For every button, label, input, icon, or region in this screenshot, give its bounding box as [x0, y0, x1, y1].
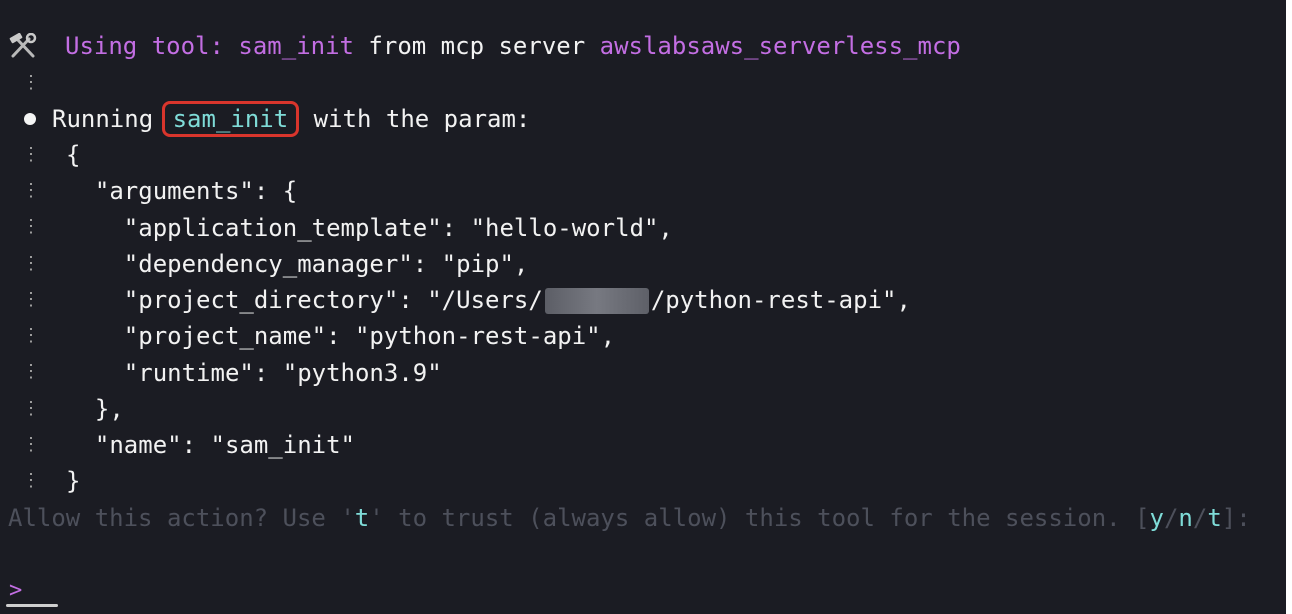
confirm-prompt: Allow this action? Use 't' to trust (alw…: [8, 500, 1251, 536]
gutter-marker: ⋮: [22, 361, 40, 382]
option-n[interactable]: n: [1178, 504, 1193, 532]
running-prefix: Running: [52, 105, 168, 133]
project-directory-prefix: "project_directory": "/Users/: [66, 286, 543, 314]
json-line: }: [66, 467, 81, 495]
option-t[interactable]: t: [1207, 504, 1222, 532]
tool-prefix: Using tool:: [65, 32, 239, 60]
redacted-username: [544, 288, 649, 314]
confirm-part2: ' to trust (always allow) this tool for …: [369, 504, 1150, 532]
gutter-marker: ⋮: [22, 144, 40, 165]
gutter-marker: ⋮: [22, 470, 40, 491]
tool-middle: from mcp server: [353, 32, 600, 60]
confirm-part1: Allow this action? Use ': [8, 504, 355, 532]
gutter-marker: ⋮: [22, 434, 40, 455]
json-line: "project_name": "python-rest-api",: [66, 322, 616, 350]
tool-usage-line: Using tool: sam_init from mcp server aws…: [65, 28, 961, 64]
confirm-end: ]:: [1221, 504, 1251, 532]
slash: /: [1192, 504, 1208, 532]
json-line: "application_template": "hello-world",: [66, 214, 673, 242]
server-name: awslabsaws_serverless_mcp: [599, 32, 961, 60]
json-line: "name": "sam_init": [66, 431, 355, 459]
gutter-marker: ⋮: [22, 72, 40, 93]
running-line: Running sam_init with the param:: [52, 101, 530, 137]
json-line: "arguments": {: [66, 177, 298, 205]
gutter-marker: ⋮: [22, 216, 40, 237]
cursor-underline: [6, 604, 58, 607]
option-y[interactable]: y: [1149, 504, 1164, 532]
window-edge: [1286, 0, 1292, 614]
json-line: "dependency_manager": "pip",: [66, 250, 529, 278]
tool-name: sam_init: [238, 32, 354, 60]
input-prompt[interactable]: >: [9, 578, 23, 603]
highlighted-tool-name: sam_init: [161, 101, 300, 137]
gutter-marker: ⋮: [22, 253, 40, 274]
json-line-project-directory: "project_directory": "/Users/ /python-res…: [66, 282, 911, 318]
gutter-marker: ⋮: [22, 398, 40, 419]
json-line: "runtime": "python3.9": [66, 359, 442, 387]
confirm-t-key: t: [354, 504, 370, 532]
gutter-marker: ⋮: [22, 180, 40, 201]
gutter-marker: ⋮: [22, 325, 40, 346]
gutter-marker: ⋮: [22, 289, 40, 310]
hammer-wrench-icon: [9, 33, 37, 58]
json-line: {: [66, 141, 81, 169]
running-suffix: with the param:: [299, 105, 531, 133]
bullet-icon: [24, 113, 36, 125]
json-line: },: [66, 395, 124, 423]
slash: /: [1163, 504, 1179, 532]
project-directory-suffix: /python-rest-api",: [650, 286, 911, 314]
